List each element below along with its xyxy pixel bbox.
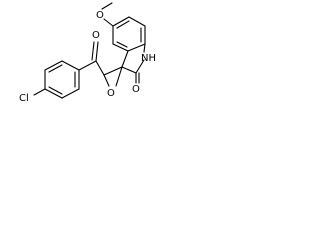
ring-bond [44, 88, 63, 99]
ring-bond [128, 16, 146, 27]
aromatic-inner-bond [48, 86, 63, 95]
chlorine-label: Cl [19, 93, 29, 104]
c-cl-bond [33, 88, 46, 96]
methoxy-methyl-bond [101, 2, 113, 10]
aromatic-inner-bond [116, 41, 128, 48]
epoxide-co-bond [103, 74, 110, 87]
ring-bond [112, 16, 130, 27]
ring-bond [112, 43, 129, 52]
molecule-drawing: Cl O O NH O [19, 2, 156, 104]
aromatic-inner-bond [48, 64, 63, 73]
aryl-methoxy-bond [103, 18, 114, 27]
ring-bond [135, 59, 145, 74]
ring-bond [44, 60, 63, 71]
epoxide-oxygen-label: O [107, 88, 115, 99]
epoxide-co-bond [115, 66, 123, 87]
chlorophenyl-ring [44, 60, 80, 99]
ring-bond [61, 88, 80, 99]
lactam-ring [121, 43, 146, 74]
ring-bond [121, 66, 137, 74]
ring-bond [127, 43, 146, 52]
fused-benzene-ring [112, 16, 146, 52]
ring-bond [121, 50, 129, 68]
chemical-structure-diagram: Cl O O NH O [0, 0, 164, 124]
carbonyl-double-bond [95, 41, 99, 62]
nh-label: NH [141, 53, 156, 64]
carbonyl-oxygen-label: O [92, 30, 100, 41]
aromatic-inner-bond [116, 20, 130, 29]
methoxy-oxygen-label: O [96, 10, 104, 21]
carbonyl-epoxide-bond [95, 60, 105, 76]
ring-bond [61, 60, 80, 71]
epoxide-ring [103, 66, 123, 87]
aryl-carbonyl-bond [78, 60, 97, 71]
carbonyl-double-bond-second [91, 41, 95, 61]
epoxide-cc-bond [103, 66, 123, 76]
lactam-oxygen-label: O [132, 84, 140, 95]
ring-bond [143, 43, 146, 53]
